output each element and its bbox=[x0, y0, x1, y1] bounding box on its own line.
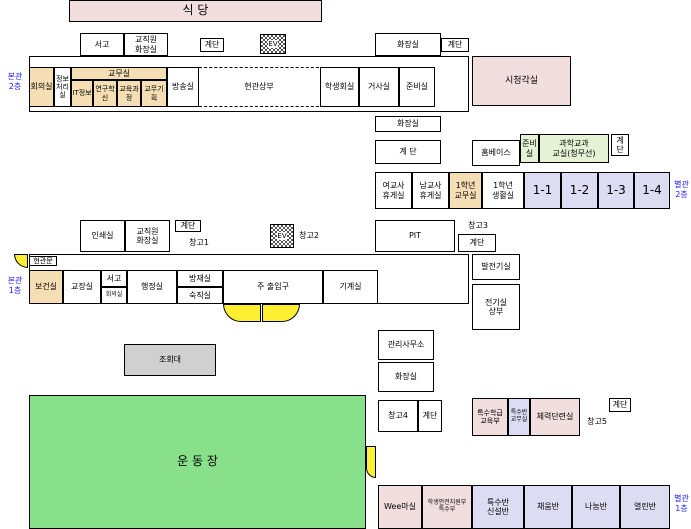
class-1-1: 1-1 bbox=[524, 172, 561, 209]
restroom-a: 화장실 bbox=[375, 33, 441, 56]
ev-top: EV bbox=[260, 34, 286, 54]
research-room: 연구학 신 bbox=[93, 80, 117, 107]
label-annex-1f: 별관 1층 bbox=[674, 494, 689, 513]
academic-room: 교무기 획 bbox=[141, 80, 167, 107]
label-main-2f: 본관 2층 bbox=[7, 72, 23, 91]
podium: 조회대 bbox=[124, 344, 216, 376]
storage4: 창고4 bbox=[378, 400, 418, 432]
storage5: 창고5 bbox=[587, 417, 607, 427]
male-lounge: 남교사 휴게실 bbox=[412, 172, 449, 209]
mgmt-office: 관리사무소 bbox=[378, 330, 434, 360]
principal-room: 교장실 bbox=[63, 270, 101, 304]
science-room: 과학교과 교실(청무선) bbox=[539, 134, 609, 163]
info-room: 정보 처리 실 bbox=[54, 67, 71, 107]
wee-room: Wee마실 bbox=[378, 485, 422, 529]
office-block: 교무실 bbox=[71, 67, 167, 80]
class-1-2: 1-2 bbox=[561, 172, 598, 209]
ev-1f: EV bbox=[270, 224, 294, 248]
pit: PIT bbox=[375, 220, 455, 252]
storage-small: 서고 bbox=[101, 270, 127, 287]
playground: 운 동 장 bbox=[29, 395, 366, 529]
broadcast-room: 방송실 bbox=[167, 67, 199, 107]
it-room: IT정보 bbox=[71, 80, 93, 107]
storage-top: 서고 bbox=[80, 33, 124, 56]
door-left[interactable] bbox=[14, 254, 28, 268]
print-room: 인쇄실 bbox=[80, 220, 125, 252]
dorm-room: 거사실 bbox=[359, 67, 399, 107]
yeollin-class: 열린반 bbox=[620, 485, 670, 529]
door-main-right[interactable] bbox=[262, 304, 300, 322]
stair-b: 계 단 bbox=[375, 140, 441, 164]
stair-5: 계단 bbox=[609, 398, 631, 412]
entrance-small: 현관문 bbox=[29, 256, 57, 266]
restroom-b: 화장실 bbox=[375, 116, 441, 132]
homebase: 홈베이스 bbox=[472, 140, 520, 166]
security-room: 방재실 bbox=[177, 270, 223, 287]
meeting-small: 회의실 bbox=[101, 287, 127, 304]
nurse-room: 보건실 bbox=[29, 270, 63, 304]
door-main-left[interactable] bbox=[223, 304, 261, 322]
storage2: 창고2 bbox=[299, 231, 319, 241]
female-lounge: 여교사 휴게실 bbox=[375, 172, 412, 209]
restroom-1f: 화장실 bbox=[378, 362, 434, 392]
health-room: 회의실 bbox=[29, 67, 54, 107]
special-ed: 특수학급 교육부 bbox=[472, 398, 508, 436]
electric-room: 전기실 상부 bbox=[472, 284, 520, 330]
safety-dept: 학생안전지원부 특수부 bbox=[422, 485, 472, 529]
admin-room: 행정실 bbox=[127, 270, 177, 304]
special-dept: 특수반 교무실 bbox=[508, 398, 530, 436]
label-main-1f: 본관 1층 bbox=[7, 276, 23, 295]
student-council: 학생회실 bbox=[320, 67, 359, 107]
stair-3: 계단 bbox=[458, 234, 496, 252]
class-1-4: 1-4 bbox=[634, 172, 670, 209]
stair-4: 계단 bbox=[418, 400, 442, 432]
stair-c: 계 단 bbox=[611, 134, 629, 156]
nanum-class: 나눔반 bbox=[572, 485, 620, 529]
special-class: 특수반 신설반 bbox=[472, 485, 524, 529]
staff-restroom-1f: 교직원 화장실 bbox=[125, 220, 170, 252]
storage1: 창고1 bbox=[189, 238, 209, 248]
main-entrance: 주 출입구 bbox=[223, 270, 323, 304]
pe-prep: 체력단련실 bbox=[530, 398, 580, 436]
ev-1f-label: EV bbox=[277, 231, 287, 241]
av-room: 시청각실 bbox=[472, 56, 571, 106]
curriculum-room: 교육과 정 bbox=[117, 80, 141, 107]
stair-top: 계단 bbox=[200, 38, 224, 52]
cheum-class: 채움반 bbox=[524, 485, 572, 529]
staff-restroom-top: 교직원 화장실 bbox=[124, 33, 168, 56]
door-east[interactable] bbox=[366, 446, 376, 478]
prep-room: 준비실 bbox=[399, 67, 435, 107]
stair-a: 계단 bbox=[441, 38, 469, 52]
generator-room: 발전기실 bbox=[472, 254, 520, 280]
stair-1f: 계단 bbox=[175, 220, 201, 232]
ev-label: EV bbox=[268, 39, 278, 49]
machine-room: 기계실 bbox=[323, 270, 378, 304]
lobby-upper: 현관상부 bbox=[199, 67, 319, 107]
life-guidance: 1학년 생활실 bbox=[482, 172, 524, 209]
prep-room-2: 준비 실 bbox=[520, 134, 539, 163]
night-duty: 숙직실 bbox=[177, 287, 223, 304]
grade1-office: 1학년 교무실 bbox=[449, 172, 482, 209]
cafeteria: 식 당 bbox=[69, 0, 322, 22]
storage3: 창고3 bbox=[468, 221, 488, 231]
label-annex-2f: 별관 2층 bbox=[674, 180, 689, 199]
class-1-3: 1-3 bbox=[598, 172, 634, 209]
